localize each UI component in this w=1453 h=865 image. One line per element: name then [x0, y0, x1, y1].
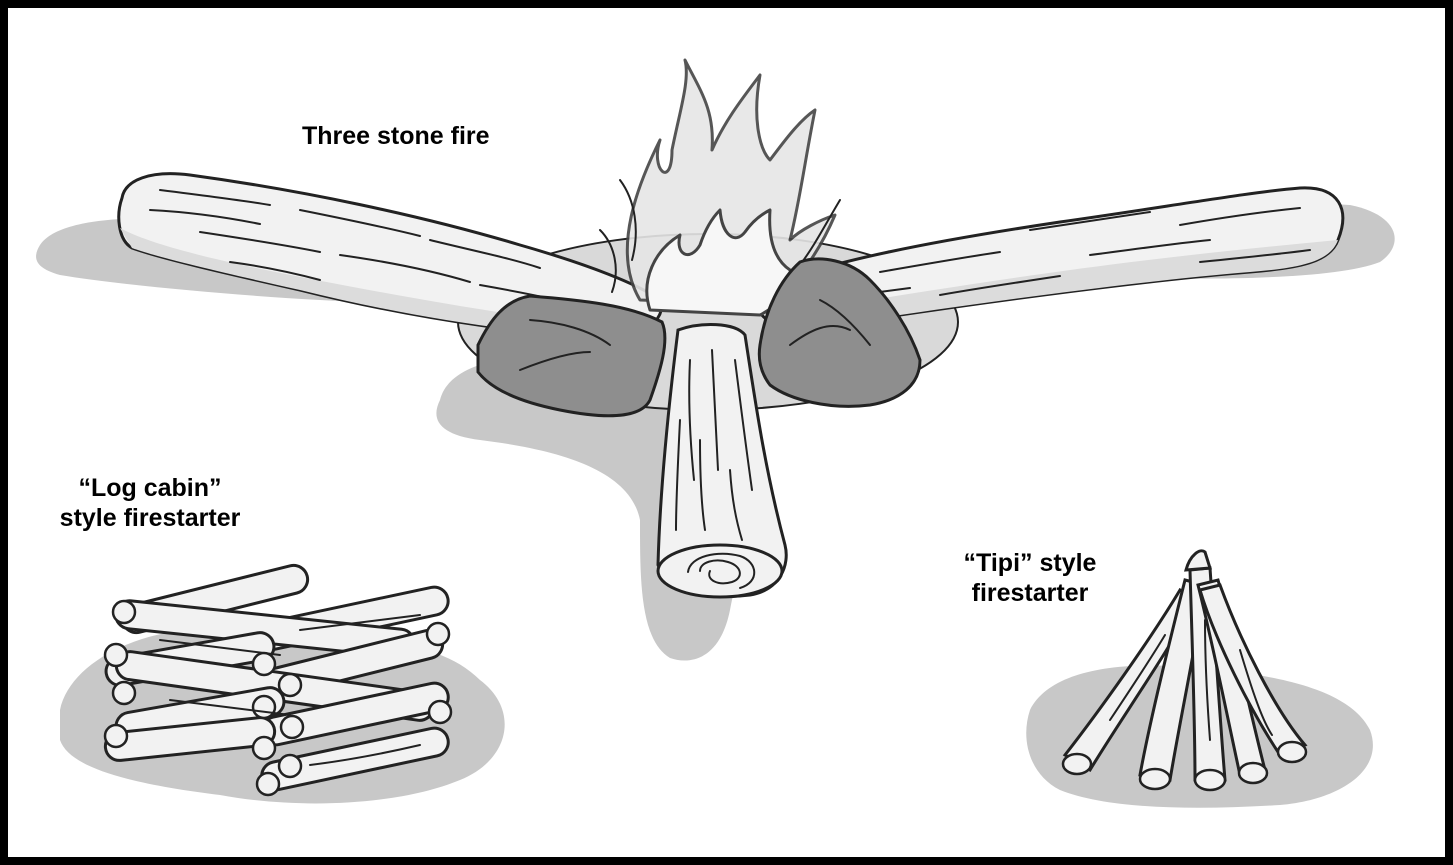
log-cabin-label-line1: “Log cabin”: [20, 473, 280, 503]
tipi-label-line1: “Tipi” style: [940, 548, 1120, 578]
three-stone-fire-label: Three stone fire: [302, 121, 490, 151]
tipi-label: “Tipi” style firestarter: [940, 548, 1120, 608]
log-cabin-label-line2: style firestarter: [20, 503, 280, 533]
tipi-label-line2: firestarter: [940, 578, 1120, 608]
log-cabin-label: “Log cabin” style firestarter: [20, 473, 280, 533]
